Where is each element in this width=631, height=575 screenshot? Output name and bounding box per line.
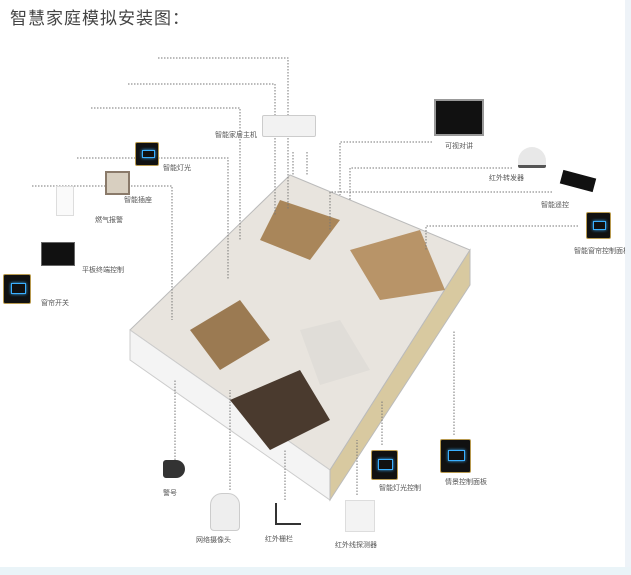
tablet-icon (41, 242, 75, 266)
room-floor (260, 200, 340, 260)
label-ir-fence: 红外栅栏 (265, 535, 293, 543)
room-floor (300, 320, 370, 385)
curtain-panel-icon (586, 212, 611, 239)
label-curtain-switch: 窗帘开关 (41, 299, 69, 307)
room-floor (230, 370, 330, 450)
label-video-intercom: 可视对讲 (445, 142, 473, 150)
smart-light-panel-icon (135, 142, 159, 166)
label-ip-camera: 网络摄像头 (196, 536, 231, 544)
router-icon (262, 115, 316, 137)
curtain-switch-icon (3, 274, 31, 304)
intercom-monitor-icon (434, 99, 484, 136)
light-control-panel-icon (371, 450, 398, 480)
label-smart-light: 智能灯光 (163, 164, 191, 172)
page-title: 智慧家庭模拟安装图： (10, 9, 190, 29)
label-ir-transmitter: 红外转发器 (489, 174, 524, 182)
label-siren: 警号 (163, 489, 177, 497)
room-floor (190, 300, 270, 370)
label-light-control: 智能灯光控制 (379, 484, 421, 492)
ip-camera-icon (210, 493, 240, 531)
ir-transmitter-icon (518, 147, 546, 168)
label-ir-detector: 红外线探测器 (335, 541, 377, 549)
label-curtain-panel: 智能窗帘控制面板 (574, 247, 630, 255)
label-tablet-control: 平板终端控制 (82, 266, 124, 274)
room-floor (350, 230, 445, 300)
ir-fence-icon (275, 503, 301, 525)
label-scene-panel: 情景控制面板 (445, 478, 487, 486)
gas-alarm-icon (56, 186, 74, 216)
label-smart-socket: 智能插座 (124, 196, 152, 204)
siren-icon (163, 460, 185, 478)
socket-icon (105, 171, 130, 195)
house-side-wall (329, 248, 471, 502)
label-gas-alarm: 燃气报警 (95, 216, 123, 224)
ir-detector-icon (345, 500, 375, 532)
scene-panel-icon (440, 439, 471, 473)
label-smart-remote: 智能遥控 (541, 201, 569, 209)
label-hub: 智能家居主机 (215, 131, 257, 139)
right-edge-bar (625, 0, 631, 567)
bottom-edge-bar (0, 567, 631, 575)
